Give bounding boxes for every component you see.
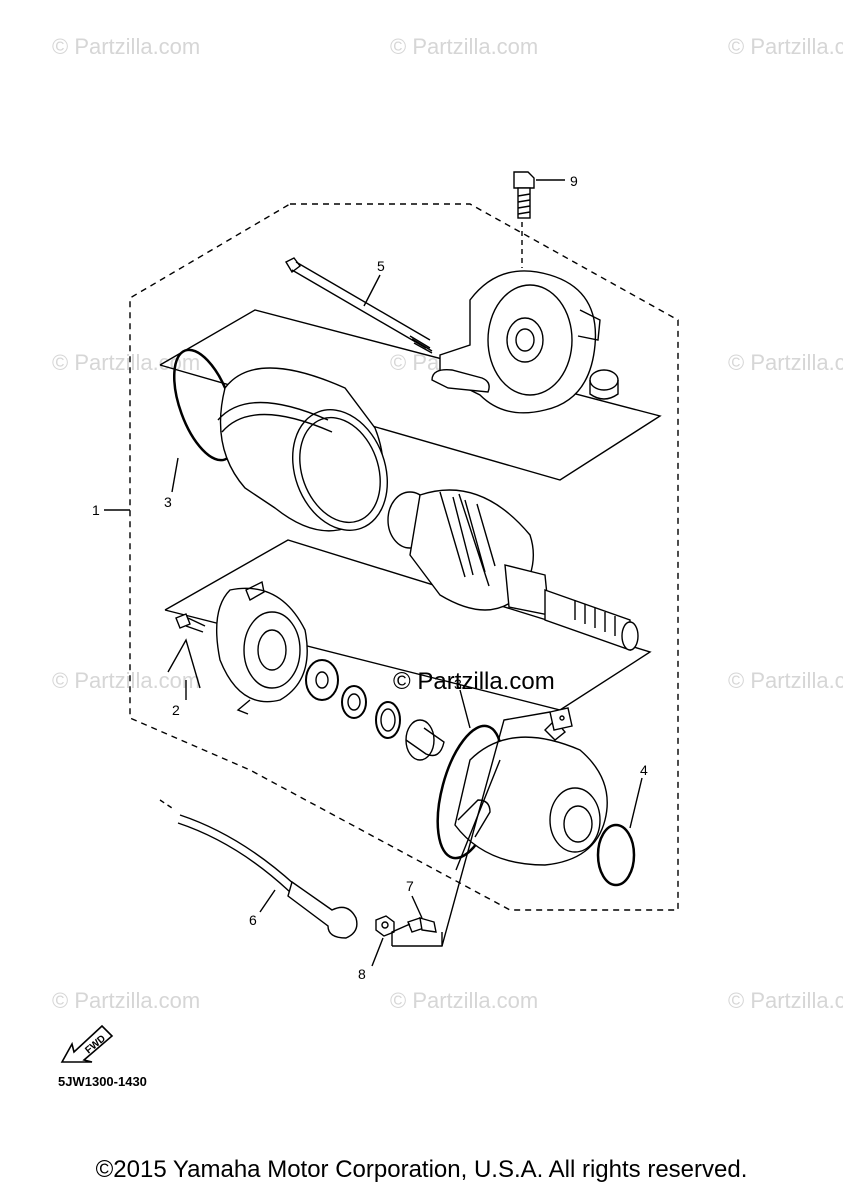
o-ring-part-4 <box>596 823 636 887</box>
bolt-part-9 <box>513 171 565 219</box>
watermark: © Partzilla.com <box>728 350 843 375</box>
fwd-arrow-icon: FWD <box>58 1022 118 1071</box>
front-housing <box>454 707 608 866</box>
watermark: © Partzilla.com <box>52 34 201 59</box>
through-bolt-part-5 <box>285 257 433 354</box>
callout-9: 9 <box>570 173 578 189</box>
armature-plate-outline <box>164 539 652 711</box>
callout-8: 8 <box>358 966 366 982</box>
callout-6: 6 <box>249 912 257 928</box>
watermark: © Partzilla.com <box>728 34 843 59</box>
callout-4: 4 <box>640 762 648 778</box>
callout-3b: 3 <box>454 676 462 692</box>
callout-1: 1 <box>92 502 100 518</box>
bushing <box>589 369 619 400</box>
diagram-code: 5JW1300-1430 <box>58 1074 147 1089</box>
callout-5: 5 <box>377 258 385 274</box>
watermark: © Partzilla.com <box>390 988 539 1013</box>
watermark: © Partzilla.com <box>52 988 201 1013</box>
bolt-part-7 <box>407 895 437 933</box>
lead-wire-part-6 <box>177 814 358 939</box>
rear-cover-housing <box>431 270 601 414</box>
screws-part-2 <box>167 613 206 700</box>
copyright-footer: ©2015 Yamaha Motor Corporation, U.S.A. A… <box>95 1156 748 1183</box>
watermark: © Partzilla.com <box>728 668 843 693</box>
callout-2: 2 <box>172 702 180 718</box>
callout-3: 3 <box>164 494 172 510</box>
yoke-cylinder <box>217 367 389 532</box>
assembly-boundary <box>129 203 679 911</box>
bearing <box>405 719 445 761</box>
callout-7: 7 <box>406 878 414 894</box>
armature <box>387 489 639 651</box>
nut-part-8 <box>371 915 395 967</box>
watermark: © Partzilla.com <box>390 34 539 59</box>
watermark: © Partzilla.com <box>52 668 201 693</box>
brush-holder <box>215 580 308 715</box>
yoke-plate-outline <box>159 309 662 481</box>
center-watermark: © Partzilla.com <box>393 668 555 695</box>
oil-seal <box>375 701 401 739</box>
washer-1 <box>305 659 339 701</box>
washer-2 <box>341 685 367 719</box>
watermark: © Partzilla.com <box>728 988 843 1013</box>
